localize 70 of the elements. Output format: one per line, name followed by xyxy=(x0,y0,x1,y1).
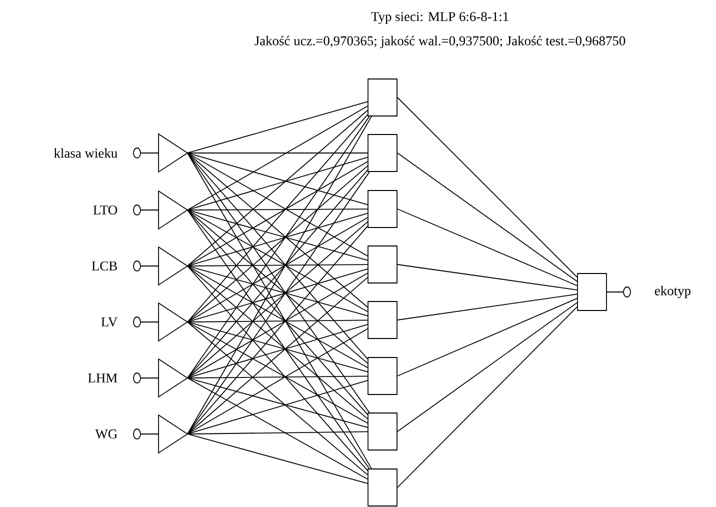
input-circle xyxy=(133,372,141,384)
connection-line xyxy=(187,210,370,469)
connection-line xyxy=(187,264,368,266)
connection-line xyxy=(187,226,368,434)
connection-line xyxy=(187,376,368,378)
connection-line xyxy=(397,264,578,290)
connection-line xyxy=(187,152,368,154)
variable-label: LHM xyxy=(88,374,118,382)
connection-line xyxy=(187,152,368,256)
variable-label: LTO xyxy=(93,205,118,214)
variable-label: LV xyxy=(101,317,118,326)
connection-line xyxy=(187,114,368,322)
connection-line xyxy=(187,208,368,210)
input-circle xyxy=(133,148,141,158)
connection-line xyxy=(187,152,372,469)
connection-line xyxy=(187,328,368,434)
neuron-box xyxy=(368,357,398,395)
connection-line xyxy=(397,298,578,376)
connection-line xyxy=(397,294,578,320)
input-circle xyxy=(133,260,141,272)
connection-line xyxy=(187,116,370,378)
connection-line xyxy=(187,266,368,420)
connection-line xyxy=(187,378,368,480)
connection-line xyxy=(187,277,368,434)
connection-line xyxy=(187,217,368,322)
title: Typ sieci: MLP 6:6-8-1:1 xyxy=(371,12,508,24)
input-circle xyxy=(133,204,141,216)
neuron-box xyxy=(368,468,398,506)
neuron-box xyxy=(577,273,607,311)
connection-line xyxy=(187,101,368,154)
connection-line xyxy=(187,106,368,210)
connection-line xyxy=(187,431,368,434)
connection-line xyxy=(187,434,368,484)
connection-line xyxy=(187,266,368,471)
connection-line xyxy=(187,152,368,360)
connection-line xyxy=(187,116,372,434)
connection-line xyxy=(187,210,368,364)
variable-label: LCB xyxy=(92,261,117,270)
variable-label: ekotyp xyxy=(654,286,690,298)
connection-line xyxy=(187,110,368,266)
neuron-box xyxy=(368,190,398,228)
connection-line xyxy=(187,210,368,312)
connection-line xyxy=(397,152,578,282)
neuron-box xyxy=(368,412,398,450)
connection-line xyxy=(187,210,368,415)
variable-label: klasa wieku xyxy=(54,148,118,158)
variable-label: WG xyxy=(95,429,118,439)
input-circle xyxy=(133,428,141,440)
connection-line xyxy=(187,152,368,308)
input-circle xyxy=(133,316,141,328)
neuron-box xyxy=(368,301,398,339)
input-circle xyxy=(623,286,631,298)
connection-line xyxy=(397,97,578,278)
neuron-box xyxy=(368,246,398,284)
connection-line xyxy=(187,165,368,322)
connection-line xyxy=(397,302,578,432)
connection-line xyxy=(397,208,578,286)
connection-line xyxy=(187,221,368,378)
connection-line xyxy=(187,266,368,368)
connection-line xyxy=(187,320,368,322)
connection-line xyxy=(187,161,368,266)
neuron-box xyxy=(368,134,398,172)
connection-line xyxy=(187,170,368,378)
connection-line xyxy=(140,152,159,154)
neuron-box xyxy=(368,78,398,116)
connection-line xyxy=(187,322,368,424)
connection-line xyxy=(397,306,578,488)
quality-note: Jakość ucz.=0,970365; jakość wal.=0,937500; Jakość test.=0,968750 xyxy=(254,36,626,48)
connection-line xyxy=(187,322,368,476)
connection-line xyxy=(187,272,368,378)
